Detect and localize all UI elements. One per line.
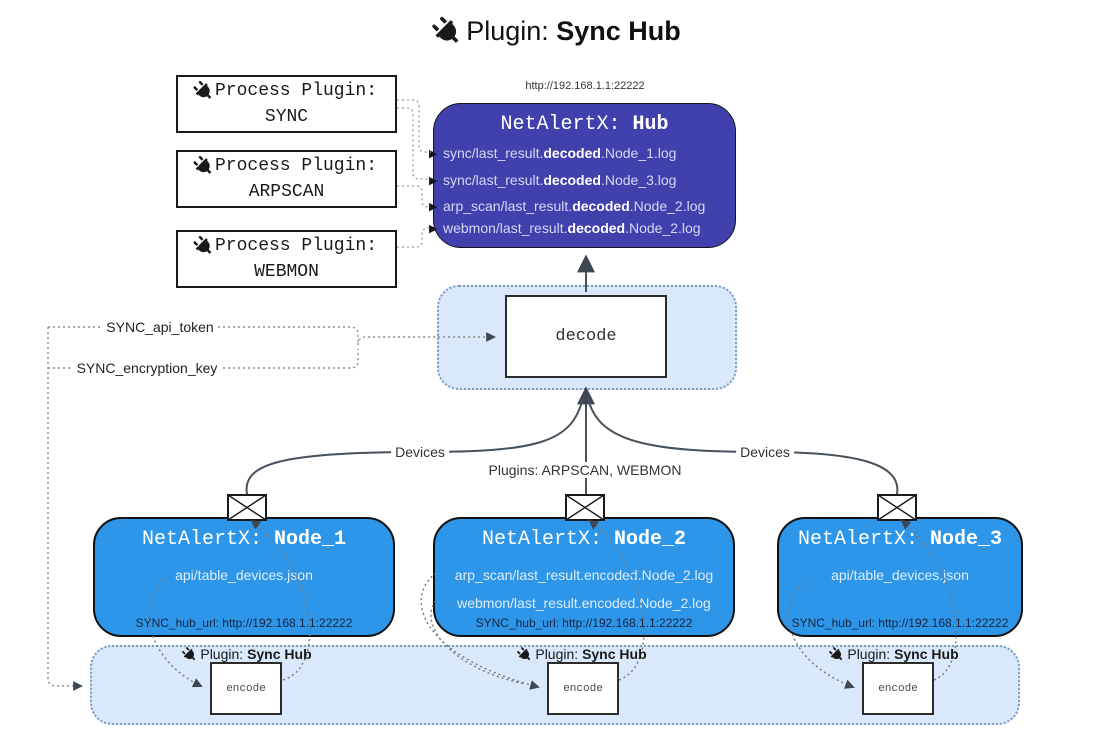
hub-log-row: ▶ sync/last_result.decoded.Node_3.log bbox=[429, 172, 677, 188]
decode-box: decode bbox=[505, 295, 667, 378]
node-file-label: webmon/last_result.encoded.Node_2.log bbox=[457, 595, 711, 611]
plug-icon bbox=[516, 645, 534, 663]
title-text: Plugin: bbox=[466, 16, 557, 46]
node-hub-url: SYNC_hub_url: http://192.168.1.1:22222 bbox=[135, 616, 353, 630]
node-3-box: NetAlertX: Node_3 api/table_devices.json… bbox=[777, 517, 1023, 637]
hub-box: NetAlertX: Hub ▶ sync/last_result.decode… bbox=[429, 103, 736, 248]
sync-api-token-label: SYNC_api_token bbox=[102, 319, 218, 335]
plug-icon bbox=[191, 154, 216, 179]
hub-log-row: ▶ webmon/last_result.decoded.Node_2.log bbox=[429, 220, 701, 236]
encode-box: encode bbox=[547, 662, 619, 715]
plugins-edge-label: Plugins: ARPSCAN, WEBMON bbox=[484, 462, 686, 478]
hub-title: NetAlertX: Hub bbox=[500, 113, 669, 136]
node-title: NetAlertX: Node_2 bbox=[481, 528, 687, 551]
hub-log-row: ▶ arp_scan/last_result.decoded.Node_2.lo… bbox=[429, 198, 706, 214]
plug-icon bbox=[191, 234, 216, 259]
hub-url-label: http://192.168.1.1:22222 bbox=[525, 80, 645, 92]
encode-box: encode bbox=[862, 662, 934, 715]
envelope-icon bbox=[565, 494, 605, 521]
process-plugin-name: WEBMON bbox=[254, 262, 319, 282]
plugin-to-hub-links bbox=[397, 99, 431, 248]
node-file-label: api/table_devices.json bbox=[175, 567, 313, 583]
title-bold: Sync Hub bbox=[556, 16, 681, 46]
envelope-icon bbox=[227, 494, 267, 521]
node-hub-url: SYNC_hub_url: http://192.168.1.1:22222 bbox=[475, 616, 693, 630]
plug-icon bbox=[429, 13, 465, 49]
sync-hub-plugin-label: Plugin: Sync Hub bbox=[815, 646, 975, 662]
plug-icon bbox=[181, 645, 199, 663]
process-plugin-sync: Process Plugin: SYNC bbox=[176, 75, 397, 133]
sync-encryption-key-label: SYNC_encryption_key bbox=[72, 360, 222, 376]
process-plugin-webmon: Process Plugin: WEBMON bbox=[176, 230, 397, 288]
envelope-icon bbox=[877, 494, 917, 521]
node-hub-url: SYNC_hub_url: http://192.168.1.1:22222 bbox=[791, 616, 1009, 630]
devices-right-label: Devices bbox=[736, 444, 794, 460]
node-1-box: NetAlertX: Node_1 api/table_devices.json… bbox=[93, 517, 395, 637]
plug-icon bbox=[191, 79, 216, 104]
node-file-label: api/table_devices.json bbox=[831, 567, 969, 583]
process-plugin-label: Process Plugin: bbox=[214, 81, 378, 101]
node-title: NetAlertX: Node_3 bbox=[797, 528, 1003, 551]
process-plugin-name: ARPSCAN bbox=[248, 182, 325, 202]
arrow-icon: ▶ bbox=[429, 222, 438, 235]
plug-icon bbox=[828, 645, 846, 663]
node-title: NetAlertX: Node_1 bbox=[141, 528, 347, 551]
process-plugin-name: SYNC bbox=[264, 107, 309, 127]
devices-left-label: Devices bbox=[391, 444, 449, 460]
process-plugin-label: Process Plugin: bbox=[214, 236, 378, 256]
diagram-title: Plugin: Sync Hub bbox=[0, 16, 1117, 47]
sync-hub-plugin-label: Plugin: Sync Hub bbox=[168, 646, 328, 662]
hub-log-row: ▶ sync/last_result.decoded.Node_1.log bbox=[429, 145, 677, 161]
arrow-icon: ▶ bbox=[429, 147, 438, 160]
process-plugin-label: Process Plugin: bbox=[214, 156, 378, 176]
encode-box: encode bbox=[210, 662, 282, 715]
process-plugin-arpscan: Process Plugin: ARPSCAN bbox=[176, 150, 397, 208]
arrow-icon: ▶ bbox=[429, 174, 438, 187]
node-file-label: arp_scan/last_result.encoded.Node_2.log bbox=[454, 567, 714, 583]
node-2-box: NetAlertX: Node_2 arp_scan/last_result.e… bbox=[433, 517, 735, 637]
sync-hub-plugin-label: Plugin: Sync Hub bbox=[503, 646, 663, 662]
arrow-icon: ▶ bbox=[429, 200, 438, 213]
